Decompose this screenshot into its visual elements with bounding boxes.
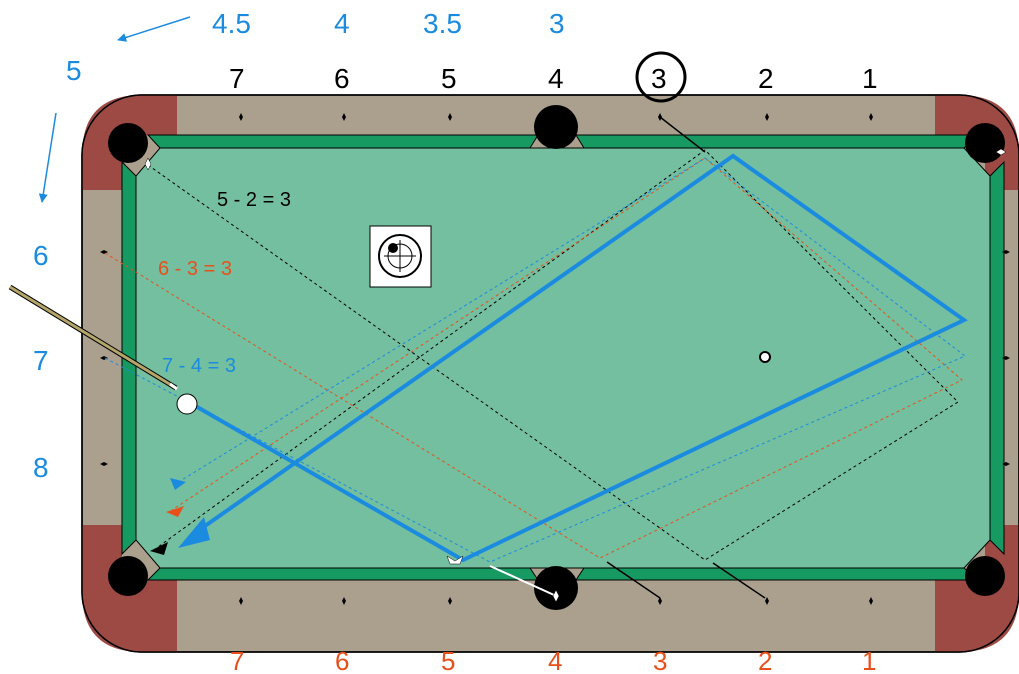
bottom-number: 2 [758, 646, 772, 674]
top-blue-number: 3 [549, 8, 565, 39]
arrow-icon [150, 542, 168, 555]
left-blue-number: 7 [33, 345, 49, 376]
left-blue-number: 8 [33, 452, 49, 483]
bottom-contact-point-icon [446, 555, 464, 565]
pocket-top-right [965, 123, 1005, 163]
bottom-orange-numbers: 7 6 5 4 3 2 1 [230, 646, 876, 674]
bottom-number: 5 [441, 646, 455, 674]
equation-orange: 6 - 3 = 3 [158, 258, 232, 280]
first-rail-diamond-icon [144, 157, 152, 171]
pocket-top-left [108, 123, 148, 163]
top-blue-number: 3.5 [423, 8, 462, 39]
pocket-bottom-right [965, 556, 1005, 596]
cushion-right [989, 160, 1005, 556]
top-blue-number: 4 [334, 8, 350, 39]
arrow-icon [38, 112, 57, 203]
path-blue-dotted [104, 157, 966, 563]
reference-paths [104, 149, 966, 563]
cloth-playing-surface [135, 147, 991, 569]
left-blue-number: 5 [66, 55, 82, 86]
cushion-top-left [146, 134, 539, 149]
top-number: 2 [758, 63, 774, 94]
contact-pointer [489, 565, 555, 596]
path-orange-dotted [104, 157, 963, 559]
top-number: 3 [651, 63, 667, 94]
pocket-bottom-middle [534, 566, 578, 610]
cushion-top-right [575, 134, 980, 149]
bottom-number: 1 [862, 646, 876, 674]
table-outline [81, 94, 1019, 653]
top-diamond-numbers: 7 6 5 4 3 2 1 [229, 63, 878, 94]
top-blue-number: 4.5 [212, 8, 251, 39]
cue-ball-icon [176, 393, 198, 415]
arrow-icon [166, 506, 184, 517]
aim-target-icon [369, 225, 432, 288]
pocket-top-middle [534, 105, 578, 149]
top-number: 6 [334, 63, 350, 94]
table [81, 94, 1019, 653]
top-number: 5 [441, 63, 457, 94]
corner-pad-top-left [82, 95, 177, 190]
top-blue-numbers: 4.5 4 3.5 3 [212, 8, 565, 39]
arrow-icon [170, 478, 186, 490]
diamond-pointers [606, 116, 766, 599]
object-ball-icon [759, 351, 771, 363]
bottom-number: 4 [548, 646, 562, 674]
diamonds-top [239, 113, 873, 121]
top-number: 7 [229, 63, 245, 94]
highlight-circle [635, 51, 687, 103]
diamonds-right [1002, 250, 1010, 466]
cue-stick-icon [8, 284, 178, 391]
bottom-number: 6 [335, 646, 349, 674]
corner-pad-top-right [935, 95, 1019, 190]
left-blue-number: 6 [33, 240, 49, 271]
bottom-number: 3 [653, 646, 667, 674]
top-number: 4 [548, 63, 564, 94]
diamonds-bottom [239, 597, 873, 605]
contact-diamond-icon [552, 589, 560, 603]
left-blue-numbers: 5 6 7 8 [33, 55, 82, 483]
equation-black: 5 - 2 = 3 [217, 189, 291, 211]
cushion-bottom-left [146, 567, 539, 581]
top-number: 1 [862, 63, 878, 94]
equation-blue: 7 - 4 = 3 [162, 355, 236, 377]
pocket-bottom-left [108, 556, 148, 596]
cushion-bottom-right [575, 567, 980, 581]
bottom-number: 7 [230, 646, 244, 674]
right-pocket-diamond-icon [995, 148, 1007, 156]
arrow-icon [117, 16, 191, 42]
main-shot-path [191, 153, 968, 563]
main-shot-arrowhead-icon [178, 517, 210, 548]
